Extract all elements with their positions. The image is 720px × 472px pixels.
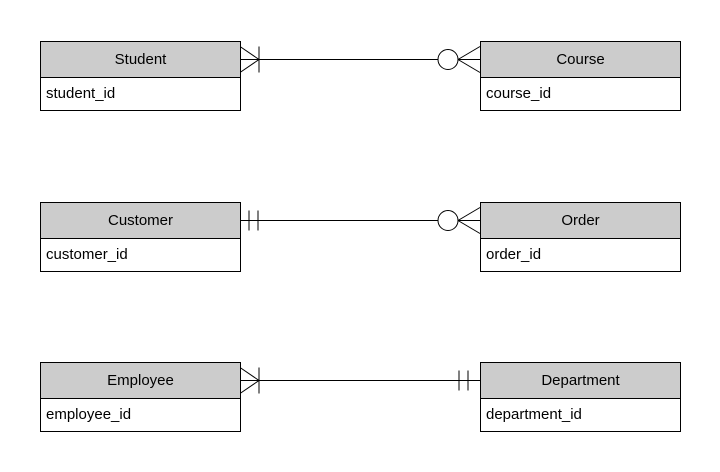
zero-circle-icon xyxy=(437,49,459,70)
entity-employee[interactable]: Employee employee_id xyxy=(40,362,241,432)
crow-foot-many-icon xyxy=(457,207,481,234)
entity-course[interactable]: Course course_id xyxy=(480,41,681,111)
entity-student[interactable]: Student student_id xyxy=(40,41,241,111)
relationship-employee-department xyxy=(239,367,480,394)
entity-order[interactable]: Order order_id xyxy=(480,202,681,272)
entity-employee-title: Employee xyxy=(40,362,241,399)
entity-order-title: Order xyxy=(480,202,681,239)
entity-department-attribute: department_id xyxy=(480,399,681,432)
entity-customer[interactable]: Customer customer_id xyxy=(40,202,241,272)
entity-student-attribute: student_id xyxy=(40,78,241,111)
zero-circle-icon xyxy=(437,210,459,231)
entity-student-title: Student xyxy=(40,41,241,78)
entity-employee-attribute: employee_id xyxy=(40,399,241,432)
relationship-student-course xyxy=(239,46,481,73)
entity-department-title: Department xyxy=(480,362,681,399)
entity-course-attribute: course_id xyxy=(480,78,681,111)
entity-department[interactable]: Department department_id xyxy=(480,362,681,432)
entity-course-title: Course xyxy=(480,41,681,78)
crow-foot-many-icon xyxy=(239,46,260,73)
relationship-customer-order xyxy=(240,207,481,234)
entity-customer-title: Customer xyxy=(40,202,241,239)
crow-foot-many-icon xyxy=(457,46,481,73)
entity-customer-attribute: customer_id xyxy=(40,239,241,272)
entity-order-attribute: order_id xyxy=(480,239,681,272)
crow-foot-many-icon xyxy=(239,367,260,394)
